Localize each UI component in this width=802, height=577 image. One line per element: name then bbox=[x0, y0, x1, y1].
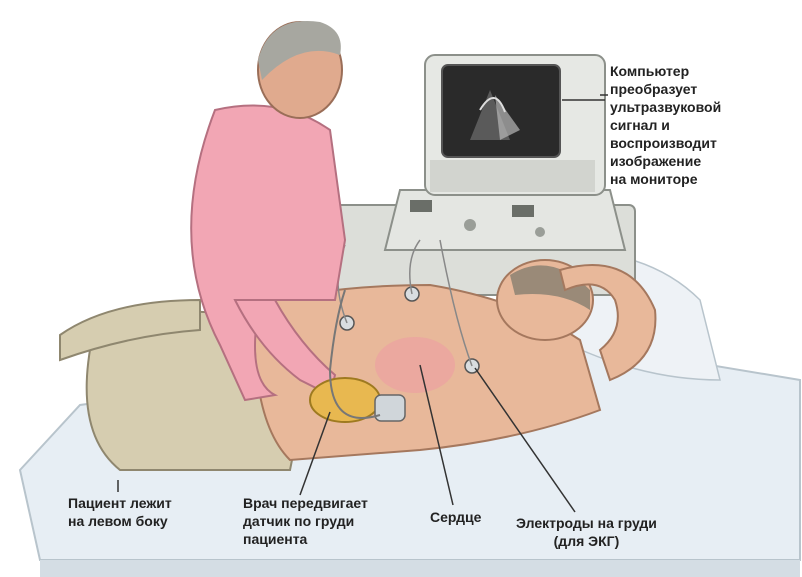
label-doctor-line: датчик по груди bbox=[243, 512, 368, 530]
label-computer-line: ультразвуковой bbox=[610, 98, 721, 116]
label-electrodes-line: Электроды на груди bbox=[516, 514, 657, 532]
heart-area bbox=[375, 337, 455, 393]
label-heart: Сердце bbox=[430, 508, 481, 526]
label-electrodes: Электроды на груди (для ЭКГ) bbox=[516, 514, 657, 550]
label-doctor: Врач передвигает датчик по груди пациент… bbox=[243, 494, 368, 548]
label-computer-line: Компьютер bbox=[610, 62, 721, 80]
ultrasound-probe bbox=[375, 395, 405, 421]
ultrasound-machine bbox=[335, 55, 635, 295]
label-computer: Компьютер преобразует ультразвуковой сиг… bbox=[610, 62, 721, 188]
label-computer-line: преобразует bbox=[610, 80, 721, 98]
glove bbox=[310, 378, 380, 422]
label-doctor-line: пациента bbox=[243, 530, 368, 548]
label-computer-line: на мониторе bbox=[610, 170, 721, 188]
label-computer-line: воспроизводит bbox=[610, 134, 721, 152]
label-patient-line: на левом боку bbox=[68, 512, 172, 530]
label-patient: Пациент лежит на левом боку bbox=[68, 494, 172, 530]
label-computer-line: сигнал и bbox=[610, 116, 721, 134]
label-doctor-line: Врач передвигает bbox=[243, 494, 368, 512]
label-computer-line: изображение bbox=[610, 152, 721, 170]
label-electrodes-line: (для ЭКГ) bbox=[516, 532, 657, 550]
label-patient-line: Пациент лежит bbox=[68, 494, 172, 512]
